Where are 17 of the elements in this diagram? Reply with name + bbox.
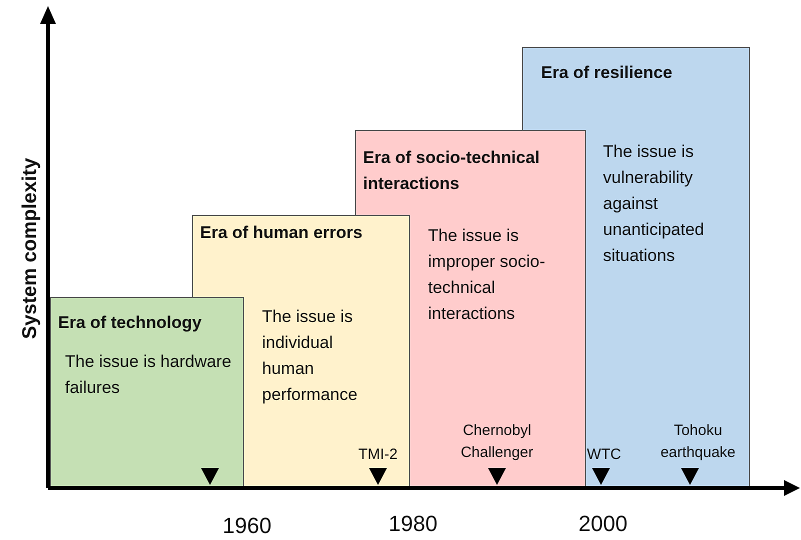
era-heading: Era of technology	[58, 312, 203, 334]
era-box	[50, 297, 244, 487]
era-description: The issue is hardware failures	[65, 351, 232, 399]
event-label: TMI-2	[357, 445, 399, 465]
era-heading: Era of resilience	[541, 62, 674, 84]
era-description: The issue is improper socio-technical interactions	[428, 225, 546, 325]
year-label: 1960	[222, 512, 272, 540]
era-heading: Era of socio-technical interactions	[363, 147, 541, 195]
event-label: WTC	[586, 445, 622, 465]
axis-title: System complexity	[18, 157, 42, 339]
year-label: 1980	[388, 510, 438, 538]
event-label: Tohoku earthquake	[659, 421, 737, 463]
event-label: Chernobyl Challenger	[460, 421, 534, 463]
era-heading: Era of human errors	[200, 222, 364, 244]
era-description: The issue is vulnerability against unanticipated situations	[603, 141, 706, 267]
year-label: 2000	[578, 510, 628, 538]
era-description: The issue is individual human performance	[262, 306, 358, 406]
